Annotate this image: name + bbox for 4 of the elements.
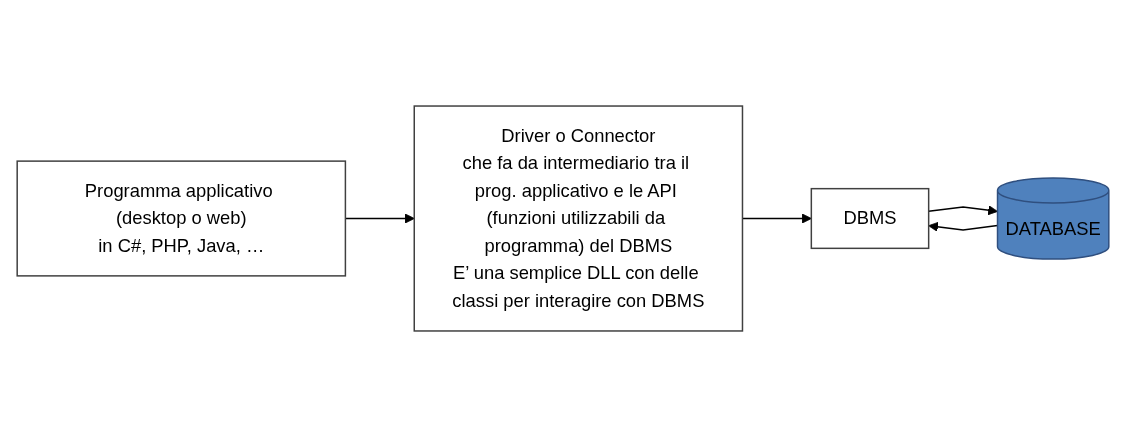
node-box: Programma applicativo (desktop o web) in C#, PHP, Java, …	[16, 160, 347, 277]
node-box: DBMS	[810, 187, 930, 250]
node-box: Driver o Connector che fa da intermediario tra il prog. applicativo e le API (funzioni utilizzabili da programma) del DBMS E’ una semplice DLL con delle classi per interagire con DBMS	[413, 105, 744, 332]
arrow	[928, 221, 999, 232]
